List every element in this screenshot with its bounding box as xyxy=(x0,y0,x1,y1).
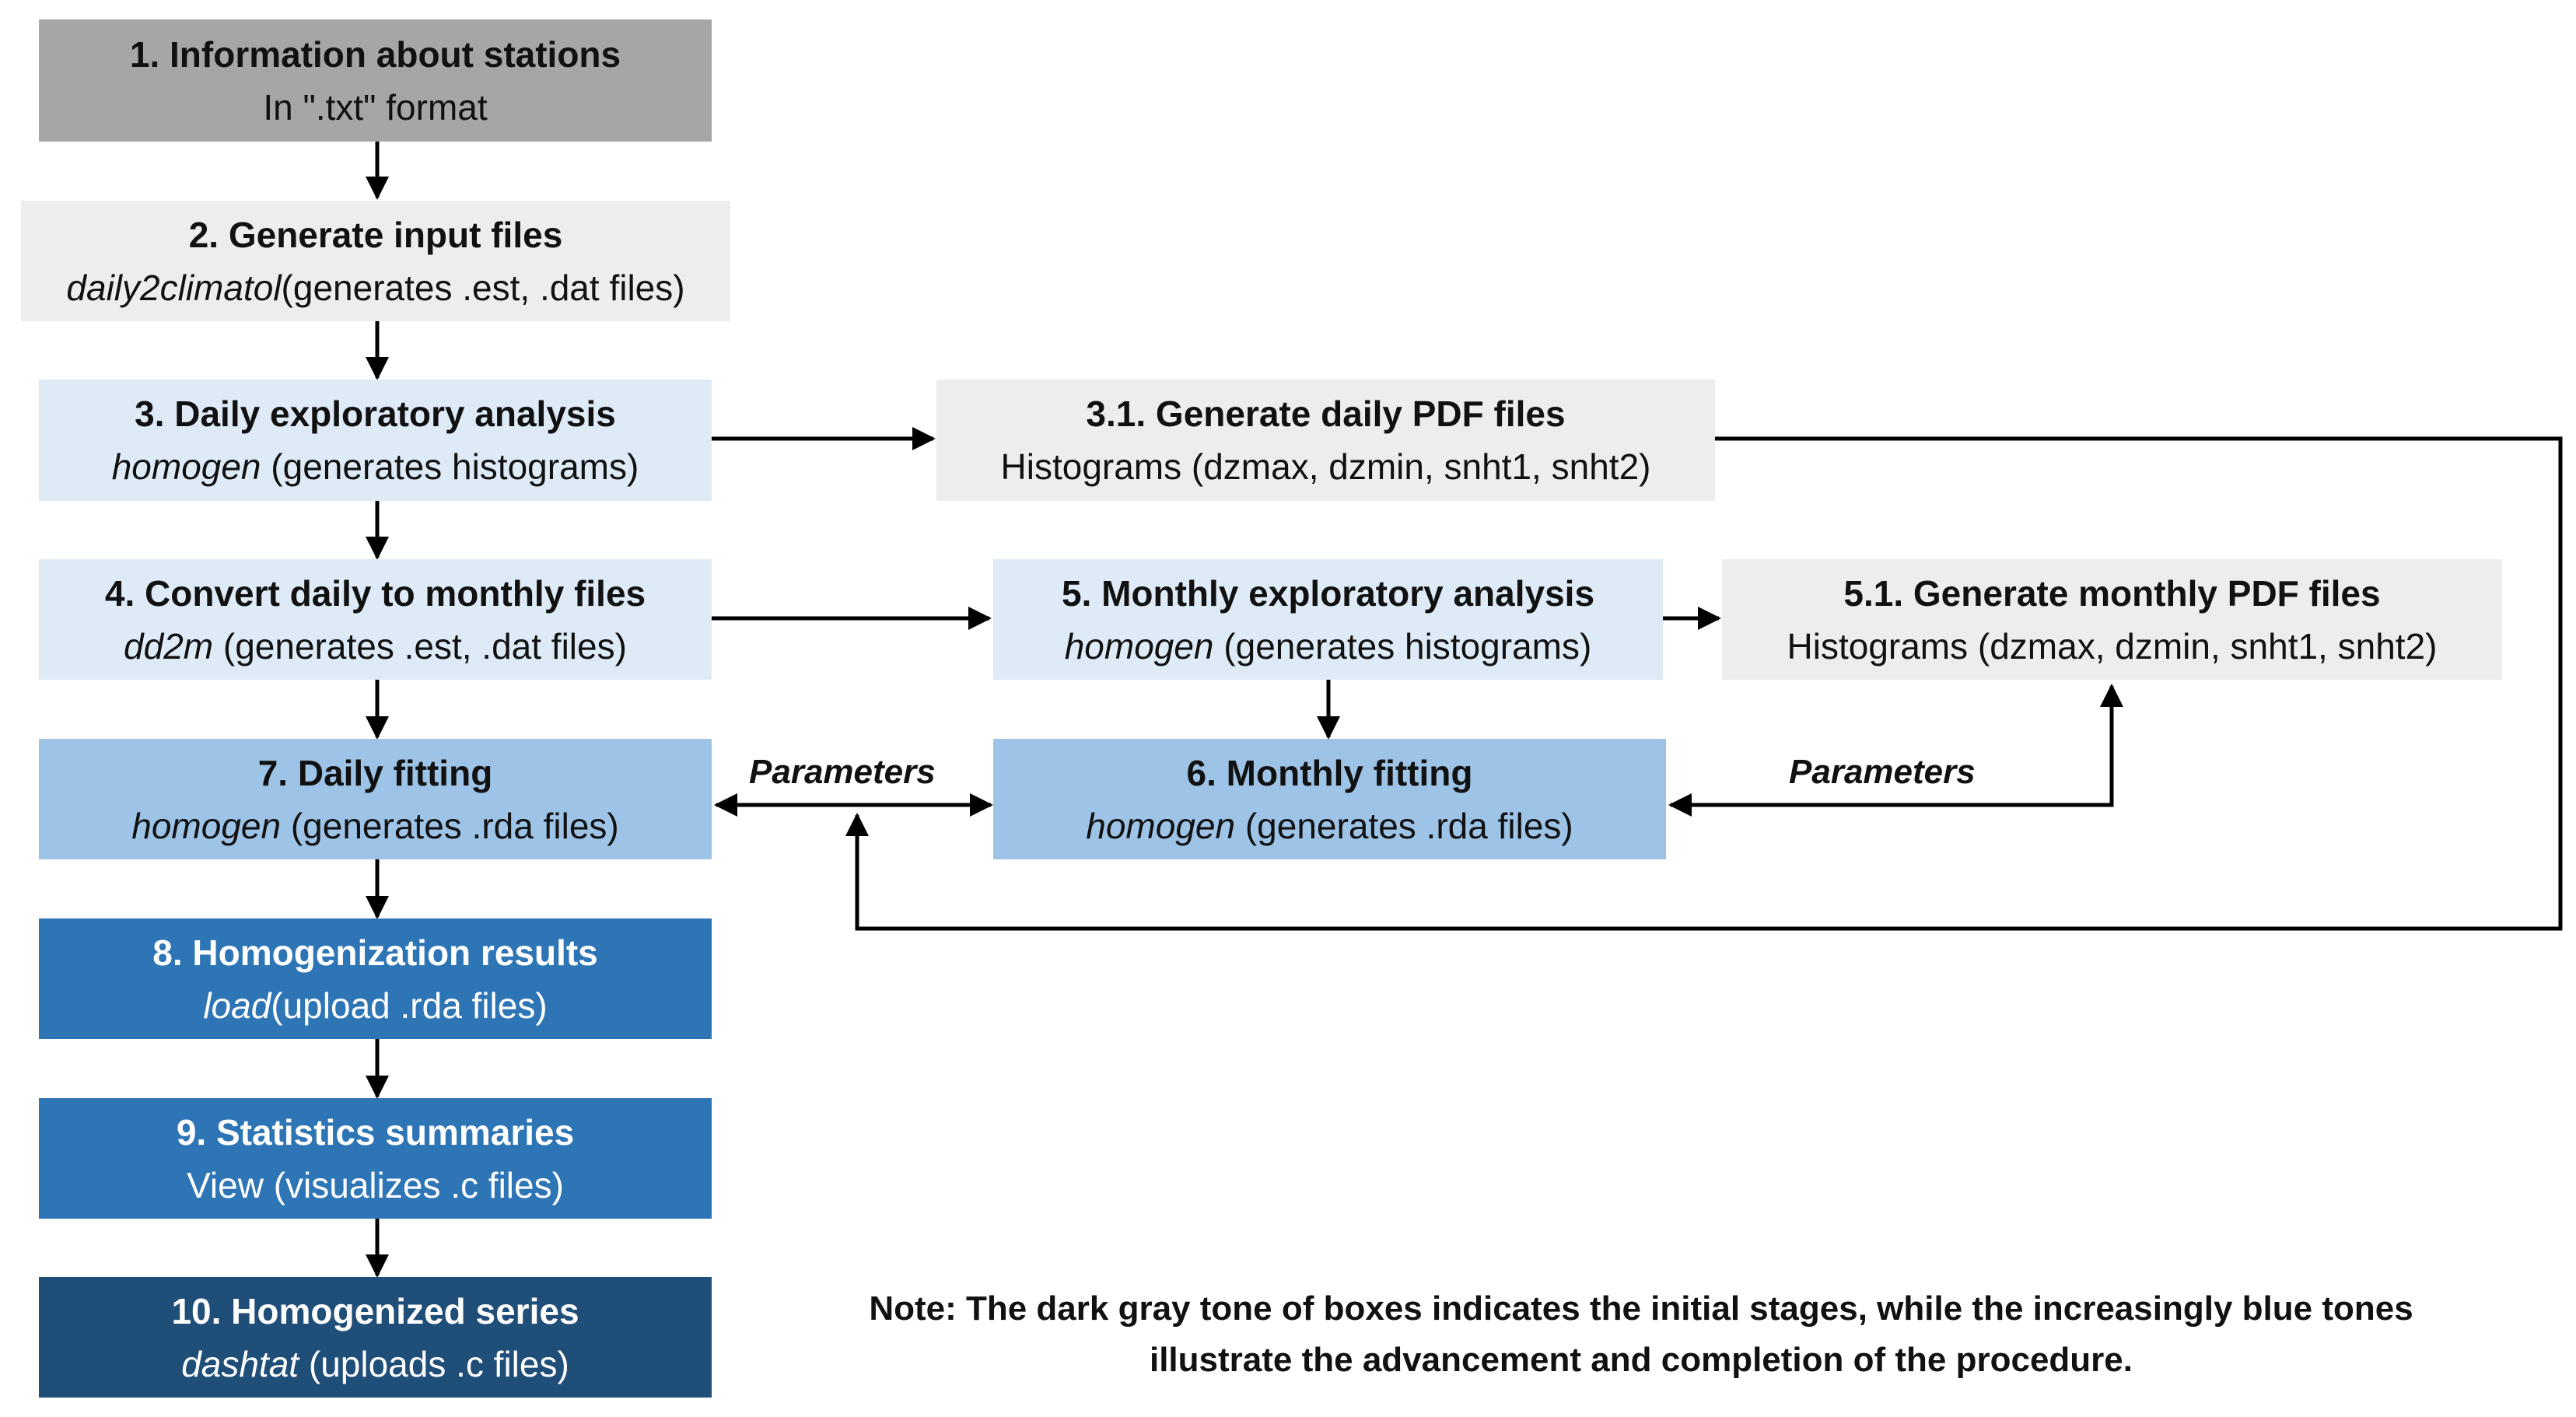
stage-7-func: homogen xyxy=(131,805,282,846)
stage-1-subtitle: In ".txt" format xyxy=(263,81,487,134)
stage-9-title: 9. Statistics summaries xyxy=(176,1111,575,1153)
stage-5-title: 5. Monthly exploratory analysis xyxy=(1061,572,1595,614)
stage-4-desc: (generates .est, .dat files) xyxy=(213,625,627,667)
stage-3-func: homogen xyxy=(111,446,261,487)
stage-8-subtitle: load(upload .rda files) xyxy=(203,979,547,1032)
note-line-2: illustrate the advancement and completio… xyxy=(1149,1341,2133,1379)
stage-9-subtitle: View (visualizes .c files) xyxy=(187,1159,564,1212)
stage-3-1-desc: Histograms (dzmax, dzmin, snht1, snht2) xyxy=(1000,446,1651,487)
stage-3-desc: (generates histograms) xyxy=(261,446,639,487)
stage-4-func: dd2m xyxy=(124,625,214,667)
stage-7-title: 7. Daily fitting xyxy=(257,752,493,793)
stage-7-subtitle: homogen (generates .rda files) xyxy=(131,799,618,852)
stage-10-func: dashtat xyxy=(181,1343,299,1384)
stage-4-subtitle: dd2m (generates .est, .dat files) xyxy=(124,620,627,673)
stage-2-desc: (generates .est, .dat files) xyxy=(281,267,685,308)
stage-3-title: 3. Daily exploratory analysis xyxy=(135,394,616,434)
stage-10-subtitle: dashtat (uploads .c files) xyxy=(181,1338,569,1391)
box-stage-3: 3. Daily exploratory analysis homogen (g… xyxy=(39,380,712,501)
box-stage-6: 6. Monthly fitting homogen (generates .r… xyxy=(993,739,1666,859)
stage-10-title: 10. Homogenized series xyxy=(171,1290,579,1331)
parameters-label-right: Parameters xyxy=(1789,753,1976,791)
stage-5-func: homogen xyxy=(1064,625,1214,667)
stage-1-title: 1. Information about stations xyxy=(129,33,621,75)
arrow-31-feedback-loop xyxy=(845,436,2563,931)
stage-6-subtitle: homogen (generates .rda files) xyxy=(1086,799,1573,852)
stage-5-1-subtitle: Histograms (dzmax, dzmin, snht1, snht2) xyxy=(1787,620,2438,673)
box-stage-4: 4. Convert daily to monthly files dd2m (… xyxy=(39,559,712,680)
stage-5-subtitle: homogen (generates histograms) xyxy=(1065,620,1592,673)
stage-10-desc: (uploads .c files) xyxy=(299,1343,569,1384)
stage-2-func: daily2climatol xyxy=(66,267,282,308)
stage-6-func: homogen xyxy=(1086,805,1236,846)
box-stage-1: 1. Information about stations In ".txt" … xyxy=(39,19,712,142)
stage-2-title: 2. Generate input files xyxy=(188,214,563,255)
stage-1-desc: In ".txt" format xyxy=(263,86,488,128)
stage-9-desc: View (visualizes .c files) xyxy=(187,1164,564,1205)
box-stage-9: 9. Statistics summaries View (visualizes… xyxy=(39,1098,712,1219)
stage-5-1-title: 5.1. Generate monthly PDF files xyxy=(1843,572,2381,614)
stage-8-title: 8. Homogenization results xyxy=(152,932,598,973)
stage-6-desc: (generates .rda files) xyxy=(1235,805,1573,846)
box-stage-2: 2. Generate input files daily2climatol(g… xyxy=(21,201,730,321)
box-stage-8: 8. Homogenization results load(upload .r… xyxy=(39,918,712,1039)
stage-5-1-desc: Histograms (dzmax, dzmin, snht1, snht2) xyxy=(1787,625,2438,667)
parameters-label-left: Parameters xyxy=(749,753,936,791)
box-stage-3-1: 3.1. Generate daily PDF files Histograms… xyxy=(936,380,1715,501)
arrow-6-to-51-parameters xyxy=(1668,684,2123,817)
stage-6-title: 6. Monthly fitting xyxy=(1186,752,1473,793)
stage-3-1-title: 3.1. Generate daily PDF files xyxy=(1086,394,1566,434)
box-stage-5-1: 5.1. Generate monthly PDF files Histogra… xyxy=(1722,559,2502,680)
stage-5-desc: (generates histograms) xyxy=(1213,625,1592,667)
box-stage-7: 7. Daily fitting homogen (generates .rda… xyxy=(39,739,712,859)
stage-8-desc: (upload .rda files) xyxy=(271,985,548,1026)
stage-2-subtitle: daily2climatol(generates .est, .dat file… xyxy=(66,261,684,314)
box-stage-5: 5. Monthly exploratory analysis homogen … xyxy=(993,559,1663,680)
box-stage-10: 10. Homogenized series dashtat (uploads … xyxy=(39,1277,712,1398)
stage-3-subtitle: homogen (generates histograms) xyxy=(112,440,639,493)
note-line-1: Note: The dark gray tone of boxes indica… xyxy=(869,1289,2413,1328)
stage-3-1-subtitle: Histograms (dzmax, dzmin, snht1, snht2) xyxy=(1001,440,1651,493)
legend-note: Note: The dark gray tone of boxes indica… xyxy=(786,1283,2497,1386)
stage-8-func: load xyxy=(203,985,271,1026)
stage-7-desc: (generates .rda files) xyxy=(281,805,619,846)
stage-4-title: 4. Convert daily to monthly files xyxy=(104,572,646,614)
